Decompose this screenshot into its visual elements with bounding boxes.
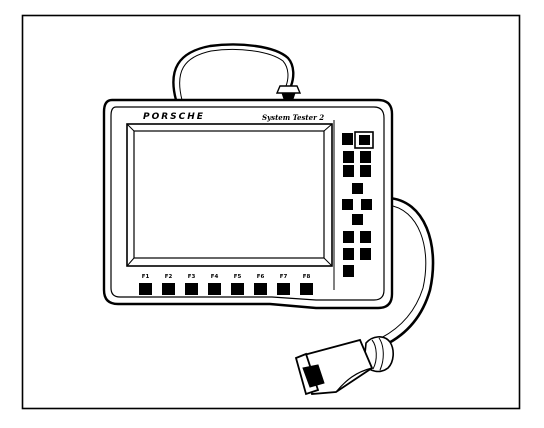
figure-frame: [21, 14, 521, 410]
function-key-label: F3: [188, 274, 196, 280]
keypad-key: [342, 199, 353, 210]
keypad-key: [352, 214, 363, 225]
function-keys: F1 F2 F3 F4 F5 F6 F7 F8: [139, 274, 313, 295]
keypad-key: [360, 165, 371, 177]
function-key-label: F1: [142, 274, 150, 280]
keypad-key: [343, 265, 354, 277]
function-key-f7: [277, 283, 290, 295]
function-key-f1: [139, 283, 152, 295]
display-screen: [126, 123, 333, 267]
obd-cable: [380, 196, 435, 347]
keypad-key: [360, 151, 371, 163]
function-key-f3: [185, 283, 198, 295]
keypad-key: [352, 183, 363, 194]
keypad-key: [360, 248, 371, 260]
function-key-label: F5: [234, 274, 242, 280]
obd-connector-icon: [294, 336, 394, 396]
keypad-key: [360, 231, 371, 243]
function-key-f8: [300, 283, 313, 295]
keypad-key: [343, 248, 354, 260]
keypad-key: [343, 231, 354, 243]
function-key-f2: [162, 283, 175, 295]
keypad-key: [361, 199, 372, 210]
function-key-label: F4: [211, 274, 219, 280]
keypad: [342, 131, 374, 277]
function-key-f5: [231, 283, 244, 295]
keypad-key: [342, 133, 353, 145]
function-key-f6: [254, 283, 267, 295]
keypad-key: [343, 165, 354, 177]
brand-logo: PORSCHE: [143, 112, 205, 122]
function-key-label: F7: [280, 274, 288, 280]
keypad-key: [343, 151, 354, 163]
top-cable: [172, 43, 302, 101]
function-key-label: F6: [257, 274, 265, 280]
function-key-f4: [208, 283, 221, 295]
diagnostic-tester-icon: PORSCHE System Tester 2: [102, 98, 394, 310]
function-key-label: F2: [165, 274, 173, 280]
model-label: System Tester 2: [262, 113, 324, 122]
function-key-label: F8: [303, 274, 311, 280]
